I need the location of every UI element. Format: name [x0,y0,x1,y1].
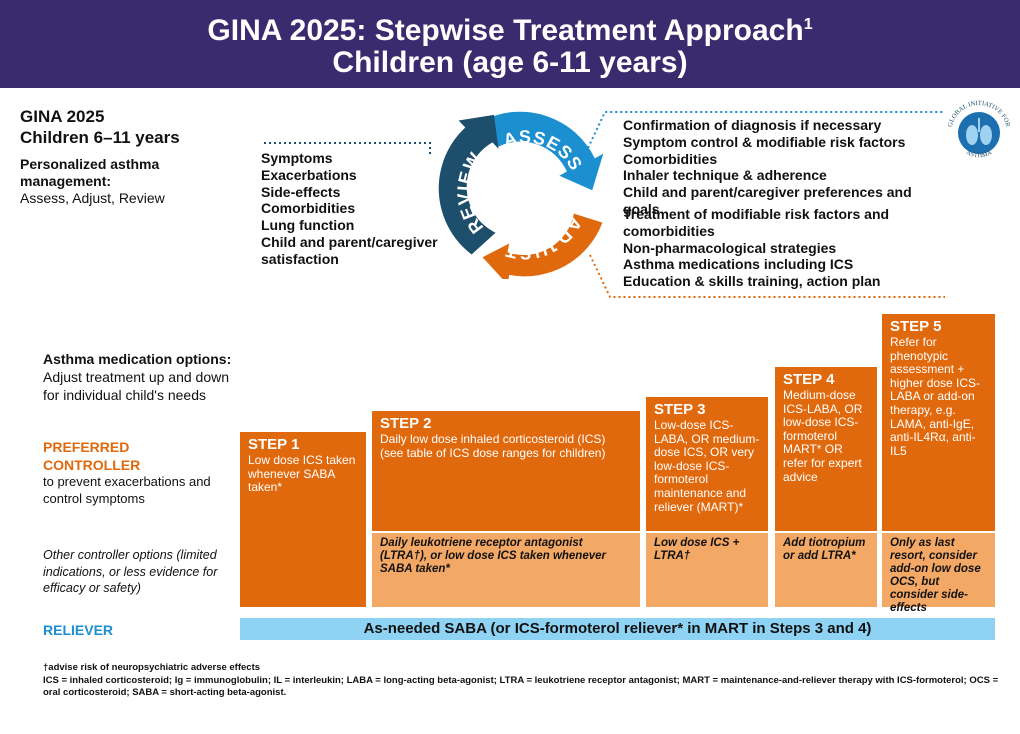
step-1-title: STEP 1 [248,436,300,453]
preferred-controller-label: PREFERRED CONTROLLER to prevent exacerba… [43,438,235,507]
review-item: Exacerbations [261,166,357,183]
step-3-box: STEP 3 Low-dose ICS-LABA, OR medium-dose… [646,397,768,531]
step-1-text: Low dose ICS taken whenever SABA taken* [248,453,356,495]
step-2-box: STEP 2 Daily low dose inhaled corticoste… [372,411,640,531]
adjust-list: Treatment of modifiable risk factors and… [623,206,898,290]
step-2-title: STEP 2 [380,415,432,432]
med-options-line1: Adjust treatment up and down [43,369,230,385]
logo-lung-left [966,125,978,145]
assess-segment [482,111,604,191]
logo-text-bottom-path: ASTHMA [965,149,993,159]
step-4-title: STEP 4 [783,371,835,388]
review-segment [438,114,499,255]
assess-item: Comorbidities [623,150,718,167]
review-list: Symptoms Exacerbations Side-effects Como… [261,150,441,268]
pam-label: Personalized asthma management: [20,156,160,189]
adjust-item: Non-pharmacological strategies [623,239,837,256]
assess-item: Inhaler technique & adherence [623,167,827,184]
step-5-box: STEP 5 Refer for phenotypic assessment +… [882,314,995,531]
preferred-title: PREFERRED [43,439,130,455]
step-2-other: Daily leukotriene receptor antagonist (L… [372,533,640,607]
banner-title-text: GINA 2025: Stepwise Treatment Approach [207,14,804,47]
preferred-description: to prevent exacerbations and control sym… [43,474,211,506]
footnote-dagger: †advise risk of neuropsychiatric adverse… [43,662,261,673]
intro-title: GINA 2025 [20,107,105,126]
logo-globe [958,112,1000,154]
pam-text: Assess, Adjust, Review [20,190,165,206]
adjust-item: Education & skills training, action plan [623,273,881,290]
gina-logo: GLOBAL INITIATIVE FOR ASTHMA [947,100,1012,159]
step-4-box: STEP 4 Medium-dose ICS-LABA, OR low-dose… [775,367,877,531]
assess-item: Symptom control & modifiable risk factor… [623,133,906,150]
reliever-bar: As-needed SABA (or ICS-formoterol reliev… [240,618,995,640]
logo-text-bottom: ASTHMA [965,149,993,159]
assess-item: Child and parent/caregiver preferences a… [623,184,912,217]
step-4-other: Add tiotropium or add LTRA* [775,533,877,607]
step-5-text: Refer for phenotypic assessment + higher… [890,335,981,458]
other-controller-label: Other controller options (limited indica… [43,548,218,595]
logo-trachea [978,118,980,132]
review-item: Symptoms [261,150,333,166]
review-item: Child and parent/caregiver satisfaction [261,233,438,267]
controller-title: CONTROLLER [43,457,141,473]
assess-list: Confirmation of diagnosis if necessary S… [623,117,943,218]
review-item: Side-effects [261,183,341,200]
title-banner: GINA 2025: Stepwise Treatment Approach1 … [0,0,1020,88]
step-2-text: Daily low dose inhaled corticosteroid (I… [380,432,606,460]
step-3-text: Low-dose ICS-LABA, OR medium-dose ICS, O… [654,418,760,514]
review-item: Comorbidities [261,200,356,217]
step-4-text: Medium-dose ICS-LABA, OR low-dose ICS-fo… [783,388,863,484]
adjust-connector [589,254,945,298]
assess-item: Confirmation of diagnosis if necessary [623,117,882,133]
logo-lung-right [980,125,992,145]
assess-connector [587,111,945,149]
adjust-segment [482,213,603,279]
intro-block: GINA 2025 Children 6–11 years Personaliz… [20,106,240,207]
reliever-label: RELIEVER [43,622,114,638]
step-5-title: STEP 5 [890,318,942,335]
step-5-other: Only as last resort, consider add-on low… [882,533,995,614]
med-options-block: Asthma medication options: Adjust treatm… [43,350,263,404]
banner-title-line1: GINA 2025: Stepwise Treatment Approach1 [0,8,1020,48]
adjust-item: Treatment of modifiable risk factors and… [623,206,890,239]
step-1-box: STEP 1 Low dose ICS taken whenever SABA … [240,432,366,607]
intro-subtitle: Children 6–11 years [20,128,180,147]
review-item: Lung function [261,217,355,234]
banner-title-superscript: 1 [803,16,813,33]
step-3-title: STEP 3 [654,401,706,418]
banner-title-line2: Children (age 6-11 years) [332,46,688,79]
med-options-title: Asthma medication options: [43,351,232,367]
med-options-line2: for individual child's needs [43,387,206,403]
footnote-abbreviations: ICS = inhaled corticosteroid; Ig = immun… [43,675,999,698]
connector-lines [264,111,945,298]
review-connector [264,142,431,155]
step-3-other: Low dose ICS + LTRA† [646,533,768,607]
adjust-item: Asthma medications including ICS [623,256,854,273]
assess-adjust-review-cycle: ASSESS ADJUST REVIEW [438,111,604,279]
